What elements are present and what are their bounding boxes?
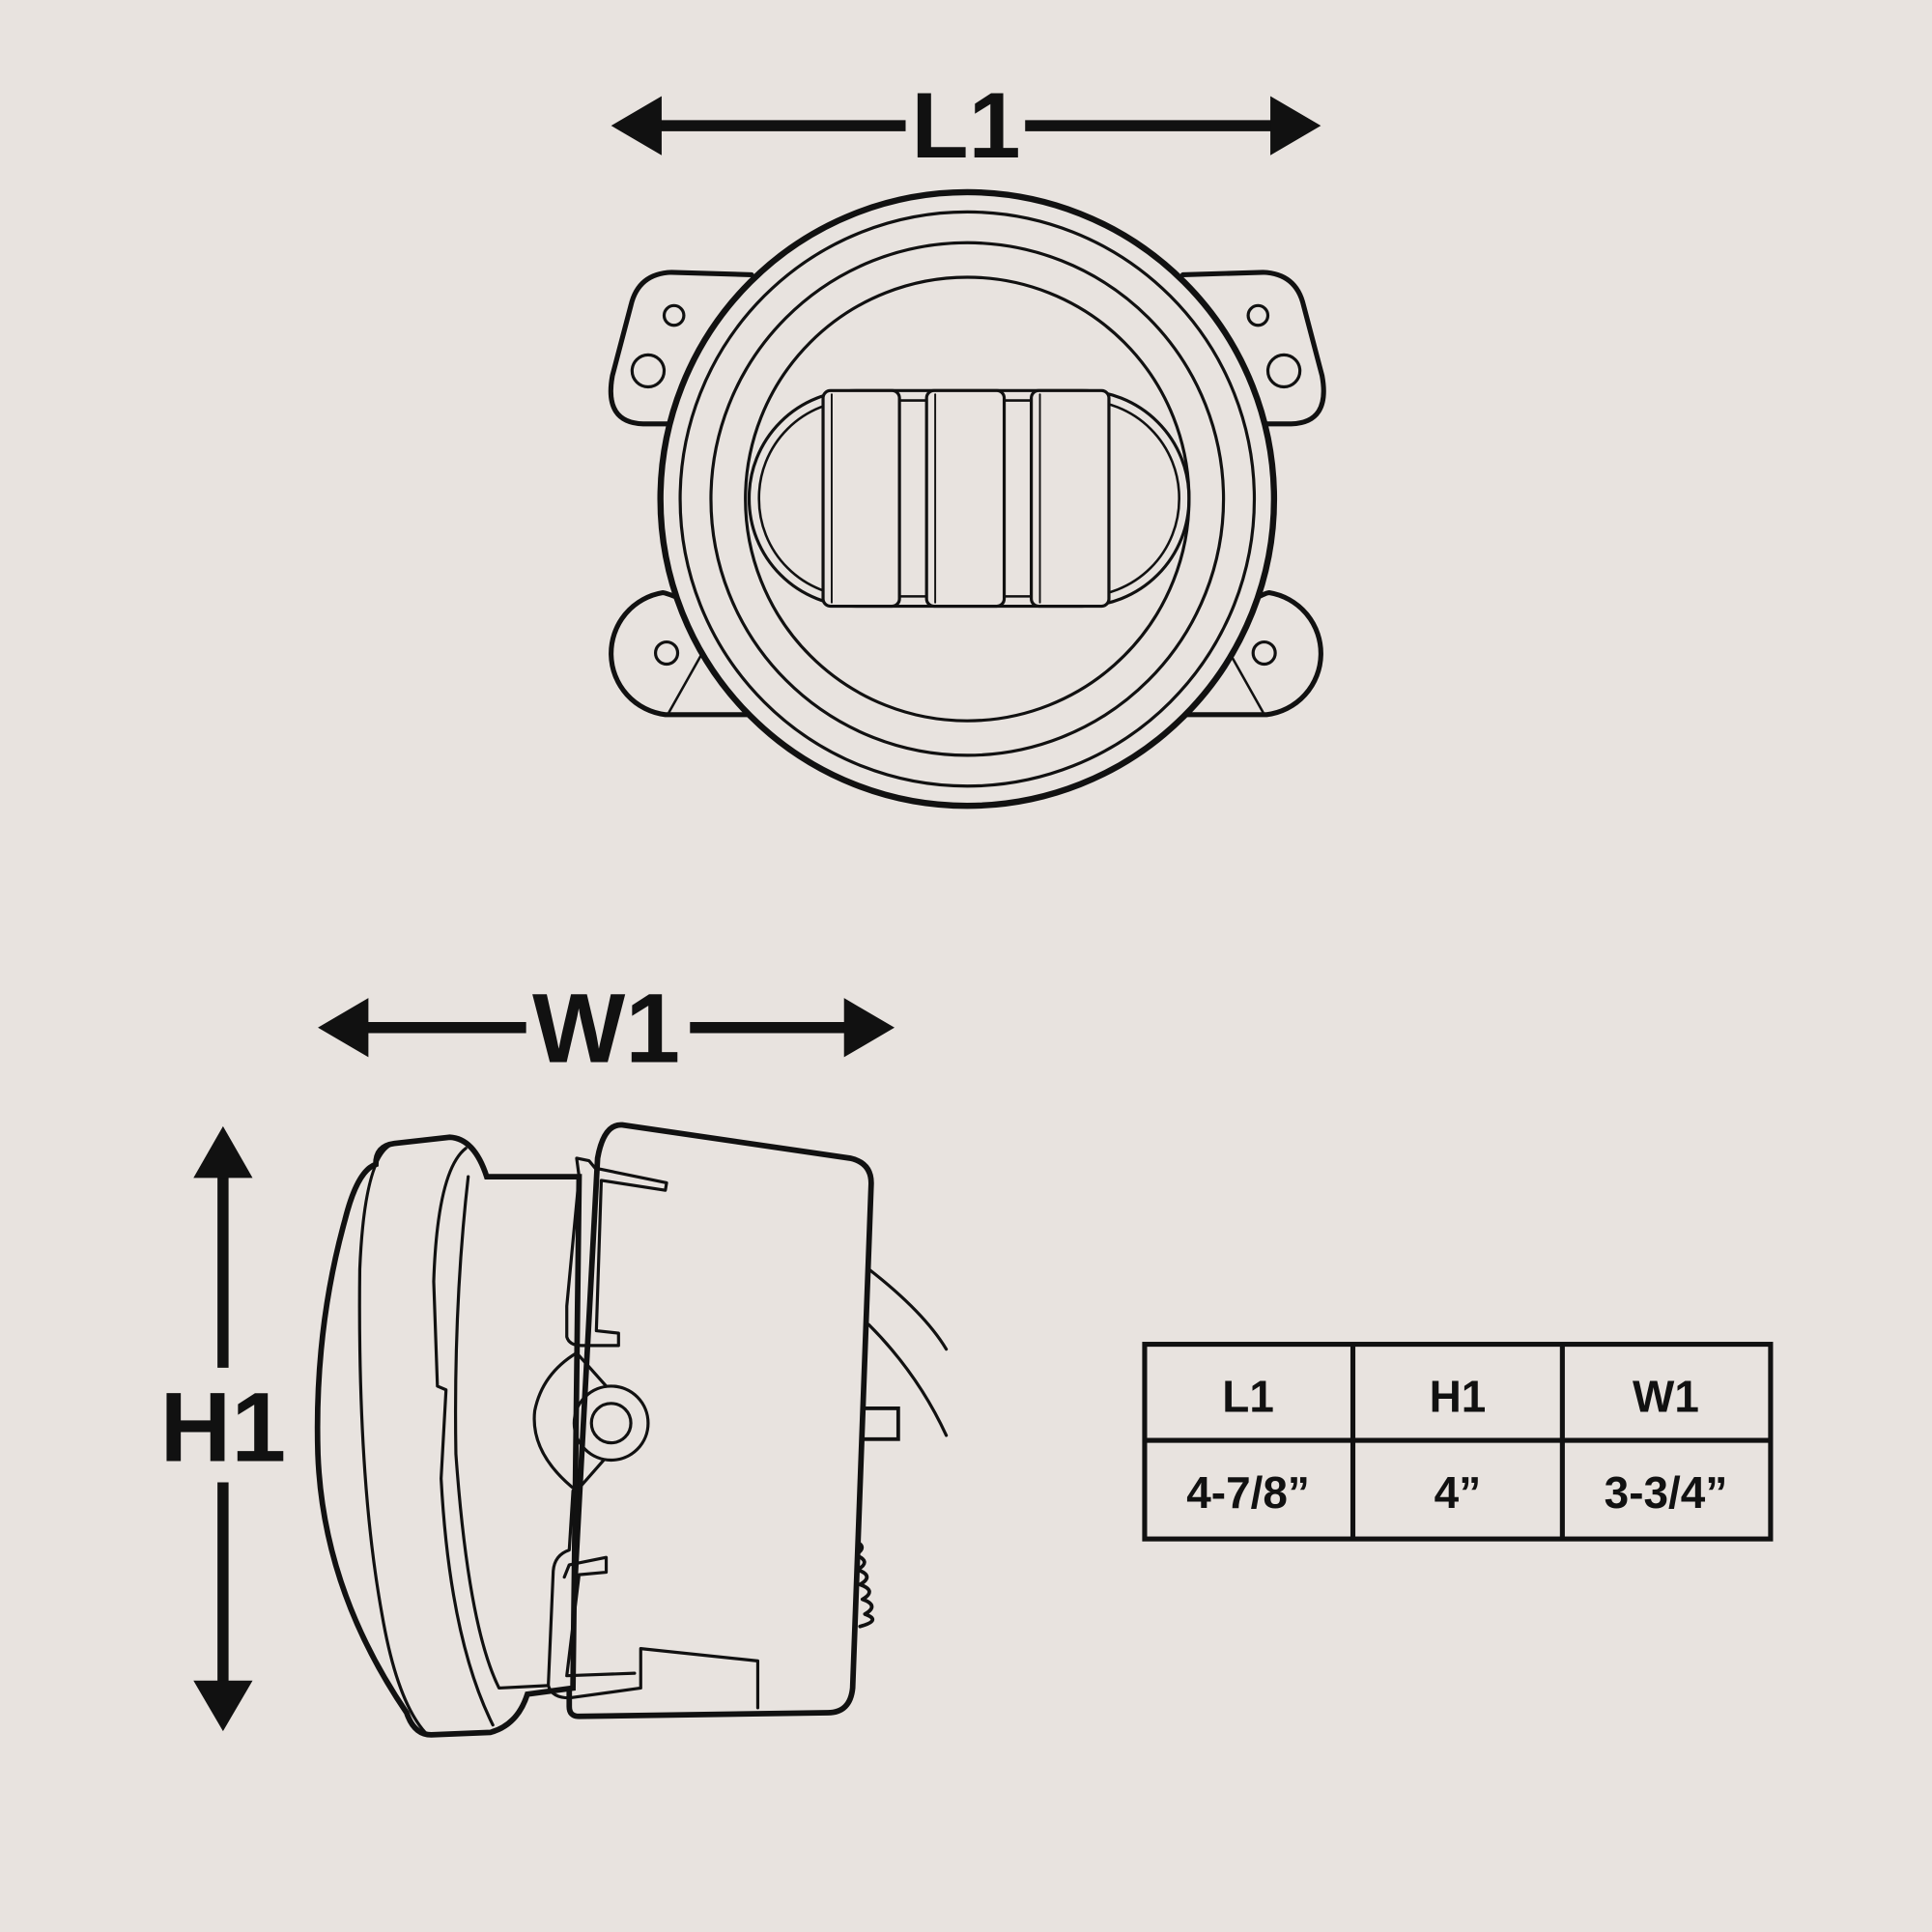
width-label: W1 [532,973,680,1083]
height-label: H1 [160,1373,286,1483]
table-value-h1: 4” [1435,1467,1481,1518]
led-slats [821,388,1111,609]
table-header-h1: H1 [1430,1372,1487,1422]
mounting-ear-bottom-right [1182,589,1323,718]
height-dimension-arrow: H1 [160,1125,286,1732]
front-view [608,188,1326,810]
length-label: L1 [911,72,1020,178]
table-header-l1: L1 [1222,1372,1274,1422]
table-value-l1: 4-7/8” [1186,1467,1310,1518]
dimension-table: L1 H1 W1 4-7/8” 4” 3-3/4” [1142,1342,1774,1542]
table-header-w1: W1 [1633,1372,1699,1422]
mounting-ear-top-right [1179,270,1326,427]
table-value-w1: 3-3/4” [1605,1467,1728,1518]
mounting-ear-bottom-left [609,589,753,718]
width-dimension-arrow: W1 [318,973,895,1083]
mounting-ear-top-left [608,270,754,427]
side-view [314,1122,949,1738]
length-dimension-arrow: L1 [611,72,1321,178]
